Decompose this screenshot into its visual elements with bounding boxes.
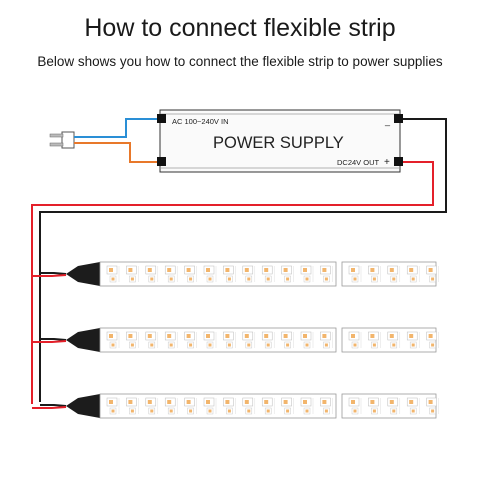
led-cell [126,331,139,349]
led-cell [145,397,159,415]
led-cell [242,331,256,349]
led-cell [426,265,439,283]
led-cell [261,397,275,415]
ac-terminal-l [157,114,166,123]
led-strip-3 [66,393,439,419]
led-cell [106,397,120,415]
led-cell [164,331,178,349]
led-cell [223,331,236,349]
led-cell [387,265,401,283]
led-cell [300,331,314,349]
led-cell [368,397,381,415]
led-cell [281,331,294,349]
led-cell [203,397,217,415]
led-strip-1 [66,261,439,287]
branch-red [32,274,67,277]
led-cell [426,397,439,415]
strip-connector-head [66,328,100,352]
led-cell [300,397,314,415]
led-cell [387,397,401,415]
strip-segment [341,393,439,419]
led-cell [106,331,120,349]
led-cell [203,265,217,283]
branch-red [32,406,67,409]
ac-wire-blue [82,118,158,138]
strip-segment [99,327,337,353]
led-cell [126,265,139,283]
led-cell [348,265,362,283]
led-cell [261,331,275,349]
led-cell [320,331,333,349]
branch-black [40,338,67,341]
page-subtitle: Below shows you how to connect the flexi… [37,54,443,69]
led-cell [387,331,401,349]
dc-output-label: DC24V OUT [337,158,380,167]
led-cell [223,265,236,283]
strip-segment [99,393,337,419]
ac-input-label: AC 100~240V IN [172,117,229,126]
led-cell [184,265,197,283]
strip-segment [341,327,439,353]
branch-black [40,272,67,275]
led-cell [203,331,217,349]
led-cell [406,397,420,415]
led-strips [66,261,439,419]
led-cell [145,331,159,349]
page-title: How to connect flexible strip [84,14,396,42]
led-cell [406,331,420,349]
ac-wire-orange [82,142,158,163]
led-cell [106,265,120,283]
branch-black [40,404,67,407]
minus-sign: _ [384,116,391,126]
led-cell [348,397,362,415]
strip-connector-head [66,394,100,418]
led-cell [242,265,256,283]
power-supply: AC 100~240V IN POWER SUPPLY DC24V OUT _ … [157,109,403,173]
led-strip-2 [66,327,439,353]
led-cell [164,265,178,283]
led-cell [368,265,381,283]
led-cell [300,265,314,283]
led-cell [281,397,294,415]
led-cell [348,331,362,349]
strip-segment [341,261,439,287]
ac-plug-icon [49,131,82,149]
led-cell [368,331,381,349]
led-cell [223,397,236,415]
ac-terminal-n [157,157,166,166]
led-cell [261,265,275,283]
led-cell [184,331,197,349]
led-cell [426,331,439,349]
branch-red [32,340,67,343]
led-cell [126,397,139,415]
strip-segment [99,261,337,287]
led-cell [320,265,333,283]
led-cell [320,397,333,415]
dc-terminal-minus [394,114,403,123]
led-cell [242,397,256,415]
dc-terminal-plus [394,157,403,166]
plus-sign: + [384,157,390,168]
strip-branch-wires [32,272,67,409]
power-supply-label: POWER SUPPLY [213,134,344,152]
led-cell [164,397,178,415]
dc-wire-red [31,161,434,404]
led-cell [406,265,420,283]
led-cell [184,397,197,415]
strip-connector-head [66,262,100,286]
led-cell [281,265,294,283]
led-cell [145,265,159,283]
